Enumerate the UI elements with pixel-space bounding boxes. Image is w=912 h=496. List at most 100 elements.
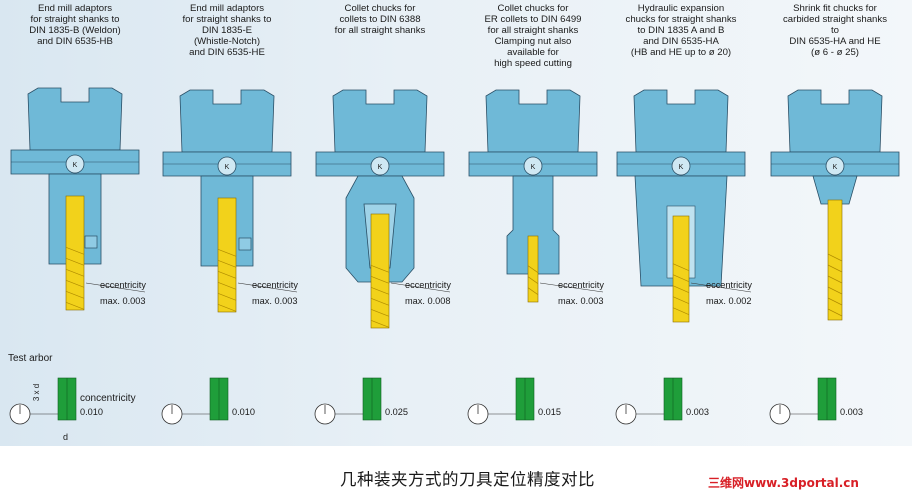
- description-line: Shrink fit chucks for: [793, 3, 877, 14]
- tool-flute: [217, 270, 237, 279]
- holder-drawing-er: K: [467, 89, 604, 425]
- description-line: (HB and HE up to ø 20): [630, 47, 732, 58]
- shrink-body: [812, 175, 858, 205]
- coolant-ring: [65, 154, 85, 174]
- description-line: and DIN 6535-HE: [189, 47, 265, 58]
- holder-mark: K: [531, 164, 536, 171]
- er-body: [506, 175, 560, 275]
- tool-flute: [65, 246, 85, 255]
- holder-taper: [787, 89, 883, 153]
- description-line: carbided straight shanks: [783, 14, 887, 25]
- description-line: to: [830, 25, 839, 36]
- cutting-tool: [217, 197, 237, 313]
- eccentricity-label: eccentricity: [558, 280, 604, 290]
- tool-flute: [370, 275, 390, 284]
- tool-flute: [672, 263, 690, 272]
- tool-flute: [65, 268, 85, 277]
- holder-mark: K: [225, 164, 230, 171]
- tool-flute: [65, 257, 85, 266]
- description-line: chucks for straight shanks: [625, 14, 737, 25]
- tool-flute: [65, 279, 85, 288]
- description-line: and DIN 6535-HA: [643, 36, 719, 47]
- concentricity-value: 0.025: [385, 407, 408, 417]
- tool-flute: [370, 319, 390, 328]
- clamp-screw: [238, 237, 252, 251]
- tool-flute: [527, 287, 539, 295]
- description-line: (ø 6 - ø 25): [811, 47, 859, 58]
- holder-drawing-collet: K: [314, 89, 451, 425]
- description-line: Hydraulic expansion: [637, 3, 725, 14]
- holder-mark: K: [73, 162, 78, 169]
- dimension-3xd: 3 x d: [32, 383, 42, 402]
- concentricity-value: 0.003: [686, 407, 709, 417]
- concentricity-value: 0.003: [840, 407, 863, 417]
- test-arbor-label: Test arbor: [8, 353, 53, 364]
- tool-flute: [65, 290, 85, 299]
- tool-flute: [370, 264, 390, 273]
- holder-taper: [633, 89, 729, 153]
- tool-flute: [370, 286, 390, 295]
- tool-flute: [370, 308, 390, 317]
- description-line: and DIN 6535-HB: [37, 36, 113, 47]
- holder-mark: K: [378, 164, 383, 171]
- holder-drawing-whistle: K: [161, 89, 298, 425]
- coolant-ring: [523, 156, 543, 176]
- eccentricity-value: max. 0.003: [558, 296, 604, 306]
- eccentricity-value: max. 0.008: [405, 296, 451, 306]
- description-line: Clamping nut also: [494, 36, 572, 47]
- diagram-background: [0, 0, 912, 446]
- description-line: DIN 1835-B (Weldon): [29, 25, 121, 36]
- holder-taper: [485, 89, 581, 153]
- holder-mark: K: [679, 164, 684, 171]
- tool-flute: [827, 297, 843, 306]
- holder-drawing-weldon: K: [9, 87, 146, 425]
- eccentricity-leader: [85, 282, 146, 293]
- cutting-tool: [827, 199, 843, 321]
- tool-flute: [827, 264, 843, 273]
- tool-flute: [65, 301, 85, 310]
- tool-flute: [672, 274, 690, 283]
- watermark: 三维网www.3dportal.cn: [708, 476, 859, 490]
- cutting-tool: [370, 213, 390, 329]
- description-line: for all straight shanks: [334, 25, 426, 36]
- eccentricity-label: eccentricity: [706, 280, 752, 290]
- eccentricity-value: max. 0.002: [706, 296, 752, 306]
- description-line: End mill adaptors: [189, 3, 265, 14]
- concentricity-value: 0.010: [80, 407, 103, 417]
- holder-taper: [332, 89, 428, 153]
- eccentricity-label: eccentricity: [252, 280, 298, 290]
- tool-flute: [527, 276, 539, 284]
- coolant-ring: [825, 156, 845, 176]
- coolant-ring: [217, 156, 237, 176]
- tool-flute: [672, 307, 690, 316]
- tool-flute: [217, 281, 237, 290]
- eccentricity-value: max. 0.003: [100, 296, 146, 306]
- description-line: available for: [507, 47, 559, 58]
- coolant-ring: [671, 156, 691, 176]
- holder-taper: [27, 87, 123, 151]
- tool-flute: [527, 265, 539, 273]
- description-line: DIN 6535-HA and HE: [789, 36, 881, 47]
- holder-taper: [179, 89, 275, 153]
- holder-drawing-hydraulic: K: [615, 89, 752, 425]
- holder-drawing-shrink: K: [769, 89, 900, 425]
- tool-flute: [370, 297, 390, 306]
- tool-flute: [672, 296, 690, 305]
- description-line: DIN 1835-E: [201, 25, 253, 36]
- coolant-ring: [370, 156, 390, 176]
- description-line: for straight shanks to: [30, 14, 120, 25]
- description-line: to DIN 1835 A and B: [637, 25, 725, 36]
- tool-flute: [217, 292, 237, 301]
- eccentricity-leader: [690, 282, 752, 293]
- description-line: End mill adaptors: [37, 3, 113, 14]
